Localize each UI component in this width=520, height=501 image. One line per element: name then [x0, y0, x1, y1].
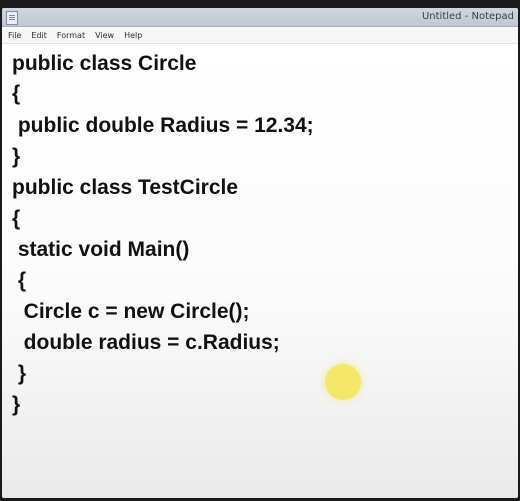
code-line: public class Circle	[12, 52, 197, 75]
menu-file[interactable]: File	[8, 30, 22, 40]
code-line: Circle c = new Circle();	[12, 300, 250, 323]
code-line: {	[12, 207, 21, 230]
code-line: static void Main()	[12, 238, 190, 261]
code-line: public class TestCircle	[12, 176, 239, 199]
code-line: double radius = c.Radius;	[12, 331, 280, 354]
code-line: {	[12, 269, 27, 292]
code-line: }	[12, 362, 27, 385]
notepad-icon	[6, 11, 18, 25]
code-line: }	[12, 145, 21, 168]
menu-help[interactable]: Help	[124, 30, 143, 40]
menu-edit[interactable]: Edit	[31, 30, 47, 40]
title-bar[interactable]: Untitled - Notepad	[2, 8, 518, 27]
code-line: {	[12, 82, 21, 105]
code-line: public double Radius = 12.34;	[12, 114, 314, 137]
menu-format[interactable]: Format	[56, 30, 86, 40]
window-title: Untitled - Notepad	[421, 11, 514, 22]
mouse-cursor-highlight	[325, 364, 361, 400]
menu-bar: File Edit Format View Help	[2, 27, 518, 44]
code-line: }	[12, 393, 21, 416]
menu-view[interactable]: View	[95, 30, 115, 40]
notepad-window: Untitled - Notepad File Edit Format View…	[2, 8, 518, 498]
text-editor-area[interactable]: public class Circle { public double Radi…	[2, 44, 518, 498]
